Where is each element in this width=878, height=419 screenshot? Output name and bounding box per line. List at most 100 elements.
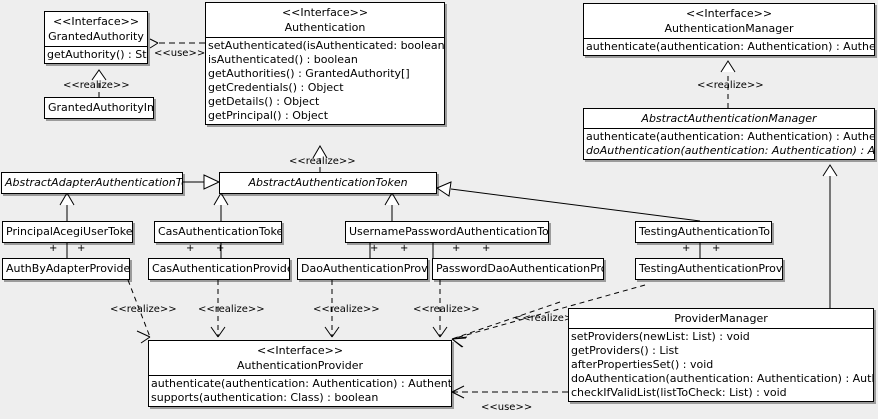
operation-item: getAuthorities() : GrantedAuthority[]	[208, 67, 410, 80]
class-box-password-dao-authentication-provider[interactable]: PasswordDaoAuthenticationProvider	[432, 258, 604, 280]
class-box-authentication[interactable]: <<Interface>> Authentication setAuthenti…	[205, 2, 445, 125]
operation-item: checkIfValidList(listToCheck: List) : vo…	[571, 386, 787, 399]
class-name-label: AbstractAdapterAuthenticationToken	[5, 176, 182, 189]
operations-compartment-authentication: setAuthenticated(isAuthenticated: boolea…	[206, 38, 444, 124]
edge-label-realize-passworddaoauthenticationprovider: <<realize>>	[413, 304, 480, 315]
class-name-label: DaoAuthenticationProvider	[301, 262, 428, 275]
compartment-divider	[45, 46, 147, 47]
edge-label-use-providermanager: <<use>>	[481, 402, 533, 413]
assoc-plus-mark: +	[712, 243, 721, 254]
assoc-plus-mark: +	[186, 243, 195, 254]
operation-item: setProviders(newList: List) : void	[571, 330, 750, 343]
edge-label-realize-authbyadapterprovider: <<realize>>	[110, 304, 177, 315]
class-header-authentication: <<Interface>> Authentication	[206, 3, 444, 37]
class-header-authentication-manager: <<Interface>> AuthenticationManager	[584, 4, 874, 38]
class-box-testing-authentication-token[interactable]: TestingAuthenticationToken	[635, 221, 772, 243]
operation-item: getCredentials() : Object	[208, 81, 344, 94]
class-name-label: Authentication	[284, 21, 366, 34]
operation-item: doAuthentication(authentication: Authent…	[586, 144, 875, 157]
edge-label-realize-abstractauthenticationtoken: <<realize>>	[289, 156, 356, 167]
edge-use-providermanager-to-authenticationprovider	[451, 385, 568, 399]
compartment-divider	[584, 38, 874, 39]
class-box-authentication-manager[interactable]: <<Interface>> AuthenticationManager auth…	[583, 3, 875, 56]
class-name-label: GrantedAuthorityImpl	[48, 101, 153, 114]
edge-generalize-principalacegiusertoken	[59, 192, 75, 221]
class-name-label: CasAuthenticationProvider	[152, 262, 290, 275]
edge-label-realize-providermanager: <<realize>>	[514, 313, 581, 324]
class-box-auth-by-adapter-provider[interactable]: AuthByAdapterProvider	[2, 258, 130, 280]
class-name-label: PasswordDaoAuthenticationProvider	[436, 262, 603, 275]
class-name-label: UsernamePasswordAuthenticationToken	[349, 225, 549, 238]
class-name-label: AuthByAdapterProvider	[6, 262, 130, 275]
operation-item: isAuthenticated() : boolean	[208, 53, 358, 66]
edge-label-realize-grantedauthorityimpl: <<realize>>	[63, 80, 130, 91]
operation-item: setAuthenticated(isAuthenticated: boolea…	[208, 39, 445, 52]
edge-label-use-authentication-grantedauthority: <<use>>	[154, 48, 206, 59]
class-name-label: TestingAuthenticationProvider	[639, 262, 783, 275]
assoc-plus-mark: +	[49, 243, 58, 254]
operations-compartment-abstract-authentication-manager: authenticate(authentication: Authenticat…	[584, 129, 874, 159]
class-box-abstract-authentication-token[interactable]: AbstractAuthenticationToken	[219, 172, 437, 194]
class-box-principal-acegi-user-token[interactable]: PrincipalAcegiUserToken	[2, 221, 133, 243]
operations-compartment-granted-authority: getAuthority() : String	[45, 47, 147, 63]
class-name-label: AuthenticationManager	[664, 22, 794, 35]
class-box-abstract-authentication-manager[interactable]: AbstractAuthenticationManager authentica…	[583, 108, 875, 160]
class-box-provider-manager[interactable]: ProviderManager setProviders(newList: Li…	[568, 308, 874, 402]
compartment-divider	[206, 37, 444, 38]
class-header-provider-manager: ProviderManager	[569, 309, 873, 328]
class-header-abstract-authentication-manager: AbstractAuthenticationManager	[584, 109, 874, 128]
class-name-label: AuthenticationProvider	[236, 359, 364, 372]
class-name-label: AbstractAuthenticationManager	[641, 112, 817, 125]
class-name-label: AbstractAuthenticationToken	[248, 176, 408, 189]
assoc-plus-mark: +	[682, 243, 691, 254]
class-name-label: CasAuthenticationToken	[158, 225, 282, 238]
class-box-dao-authentication-provider[interactable]: DaoAuthenticationProvider	[297, 258, 428, 280]
operation-item: getDetails() : Object	[208, 95, 320, 108]
operation-item: authenticate(authentication: Authenticat…	[586, 40, 875, 53]
operation-item: authenticate(authentication: Authenticat…	[151, 377, 452, 390]
class-name-label: ProviderManager	[674, 312, 768, 325]
assoc-plus-mark: +	[216, 243, 225, 254]
operations-compartment-provider-manager: setProviders(newList: List) : void getPr…	[569, 329, 873, 401]
assoc-plus-mark: +	[77, 243, 86, 254]
edge-generalize-providermanager	[822, 164, 838, 308]
operation-item: authenticate(authentication: Authenticat…	[586, 130, 875, 143]
class-box-granted-authority-impl[interactable]: GrantedAuthorityImpl	[44, 97, 154, 119]
edge-generalize-casauthenticationtoken	[213, 192, 229, 221]
class-box-cas-authentication-token[interactable]: CasAuthenticationToken	[154, 221, 282, 243]
edge-generalize-abstractadapterauthenticationtoken	[183, 174, 221, 190]
edge-label-realize-daoauthenticationprovider: <<realize>>	[313, 304, 380, 315]
stereotype-label: <<Interface>>	[281, 6, 369, 19]
operation-item: doAuthentication(authentication: Authent…	[571, 372, 873, 385]
compartment-divider	[149, 375, 451, 376]
operation-item: afterPropertiesSet() : void	[571, 358, 714, 371]
edge-use-authentication-to-grantedauthority	[149, 38, 205, 49]
operations-compartment-authentication-provider: authenticate(authentication: Authenticat…	[149, 376, 451, 406]
stereotype-label: <<Interface>>	[256, 344, 344, 357]
edge-generalize-usernamepasswordauthenticationtoken	[384, 192, 400, 221]
compartment-divider	[584, 128, 874, 129]
operation-item: getPrincipal() : Object	[208, 109, 329, 122]
class-box-abstract-adapter-authentication-token[interactable]: AbstractAdapterAuthenticationToken	[1, 172, 183, 194]
assoc-plus-mark: +	[370, 243, 379, 254]
edge-label-realize-casauthenticationprovider: <<realize>>	[198, 304, 265, 315]
class-box-username-password-authentication-token[interactable]: UsernamePasswordAuthenticationToken	[345, 221, 549, 243]
assoc-plus-mark: +	[452, 243, 461, 254]
operations-compartment-authentication-manager: authenticate(authentication: Authenticat…	[584, 39, 874, 55]
operation-item: getAuthority() : String	[47, 48, 147, 61]
class-name-label: GrantedAuthority	[48, 30, 144, 43]
operation-item: getProviders() : List	[571, 344, 679, 357]
class-box-testing-authentication-provider[interactable]: TestingAuthenticationProvider	[635, 258, 783, 280]
assoc-plus-mark: +	[400, 243, 409, 254]
assoc-plus-mark: +	[482, 243, 491, 254]
edge-label-realize-abstractauthenticationmanager: <<realize>>	[697, 80, 764, 91]
class-name-label: PrincipalAcegiUserToken	[6, 225, 133, 238]
operation-item: supports(authentication: Class) : boolea…	[151, 391, 379, 404]
class-box-cas-authentication-provider[interactable]: CasAuthenticationProvider	[148, 258, 290, 280]
edge-generalize-testingauthenticationtoken	[435, 181, 701, 222]
class-box-granted-authority[interactable]: <<Interface>> GrantedAuthority getAuthor…	[44, 11, 148, 64]
stereotype-label: <<Interface>>	[685, 7, 773, 20]
class-box-authentication-provider[interactable]: <<Interface>> AuthenticationProvider aut…	[148, 340, 452, 407]
class-header-authentication-provider: <<Interface>> AuthenticationProvider	[149, 341, 451, 375]
